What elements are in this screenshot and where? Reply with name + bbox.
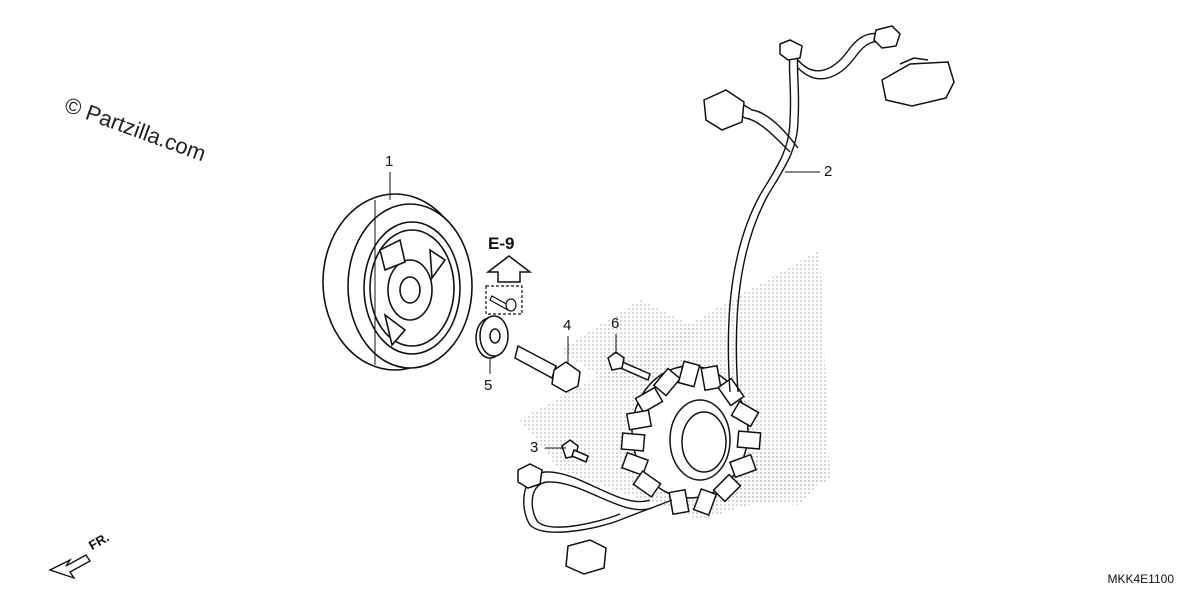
reference-label: E-9 [488,234,515,253]
reference-arrow [485,255,533,283]
callout-6[interactable]: 6 [611,315,620,332]
callout-5[interactable]: 5 [484,377,493,394]
harness-connector-upper[interactable] [703,39,803,131]
leader-lines [389,171,820,449]
front-arrow [48,554,92,580]
washer-part[interactable] [475,315,509,359]
harness-connector-lower[interactable] [517,463,607,575]
diagram-code: MKK4E1100 [1107,572,1175,586]
flywheel-rotor-part[interactable] [322,193,473,371]
reference-bolt-box [485,285,523,315]
callout-1[interactable]: 1 [385,153,394,170]
bolt-part-3[interactable] [561,439,589,464]
harness-connector-main[interactable] [873,25,955,107]
callout-2[interactable]: 2 [824,163,833,180]
stator-coils [620,360,762,517]
stator-assembly-part[interactable] [620,360,762,517]
callout-4[interactable]: 4 [563,317,572,334]
bolt-part-6[interactable] [607,351,651,382]
bolt-part-4[interactable] [514,344,581,393]
callout-3[interactable]: 3 [530,439,539,456]
